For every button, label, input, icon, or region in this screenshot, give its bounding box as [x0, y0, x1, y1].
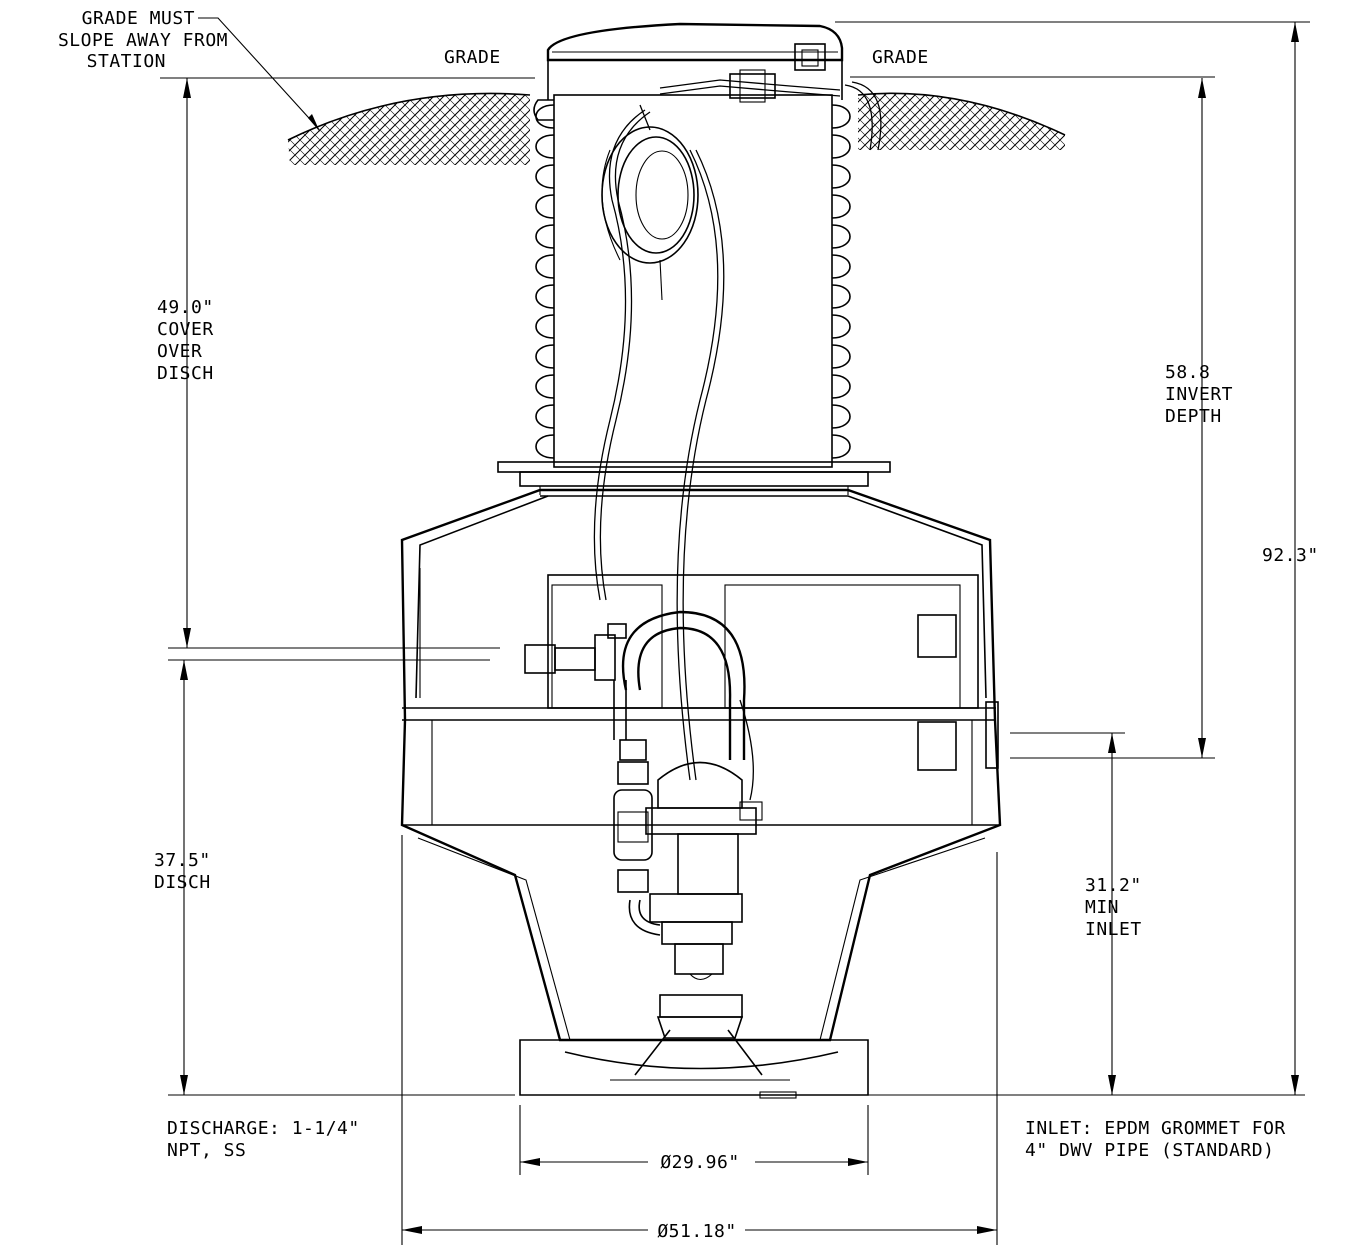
discharge-spec-line2: NPT, SS — [167, 1140, 246, 1161]
pump-cables — [593, 109, 754, 801]
cover-over-disch-line2: COVER — [157, 319, 214, 340]
invert-depth-value: 58.8 — [1165, 362, 1210, 383]
basin-tank — [400, 488, 1002, 1042]
grinder-pump — [634, 761, 763, 1076]
grade-note-line1: GRADE MUST — [82, 8, 195, 29]
grade-lines — [160, 21, 1310, 79]
discharge-spec-line1: DISCHARGE: 1-1/4" — [167, 1118, 360, 1139]
riser-ribs-right — [831, 104, 851, 459]
dimension-lines — [168, 17, 1305, 1245]
grade-left-label: GRADE — [444, 47, 501, 68]
invert-depth-line2: INVERT — [1165, 384, 1233, 405]
tank-base — [519, 1039, 869, 1099]
disch-height-value: 37.5" — [154, 850, 211, 871]
grade-note-line2: SLOPE AWAY FROM — [58, 30, 228, 51]
cover-over-disch-line3: OVER — [157, 341, 202, 362]
cord-connector — [659, 69, 882, 151]
grade-right-label: GRADE — [872, 47, 929, 68]
base-diameter-label: Ø29.96" — [660, 1152, 739, 1173]
overall-height-label: 92.3" — [1262, 545, 1319, 566]
station-lid — [546, 22, 844, 100]
min-inlet-value: 31.2" — [1085, 875, 1142, 896]
riser-ribs-left — [535, 104, 555, 459]
discharge-piping — [524, 610, 746, 936]
grade-note-line3: STATION — [87, 51, 166, 72]
ground-hatch — [287, 92, 1066, 165]
cover-over-disch-value: 49.0" — [157, 297, 214, 318]
invert-depth-line3: DEPTH — [1165, 406, 1222, 427]
float-switch — [601, 104, 699, 264]
cover-over-disch-line4: DISCH — [157, 363, 214, 384]
tank-diameter-label: Ø51.18" — [657, 1221, 736, 1242]
inlet-spec-line2: 4" DWV PIPE (STANDARD) — [1025, 1140, 1274, 1161]
min-inlet-line3: INLET — [1085, 919, 1142, 940]
riser — [533, 94, 851, 468]
inlet-spec-line1: INLET: EPDM GROMMET FOR — [1025, 1118, 1286, 1139]
disch-height-label: DISCH — [154, 872, 211, 893]
drawing-labels: GRADE MUST SLOPE AWAY FROM STATION GRADE… — [58, 8, 1319, 1242]
min-inlet-line2: MIN — [1085, 897, 1119, 918]
